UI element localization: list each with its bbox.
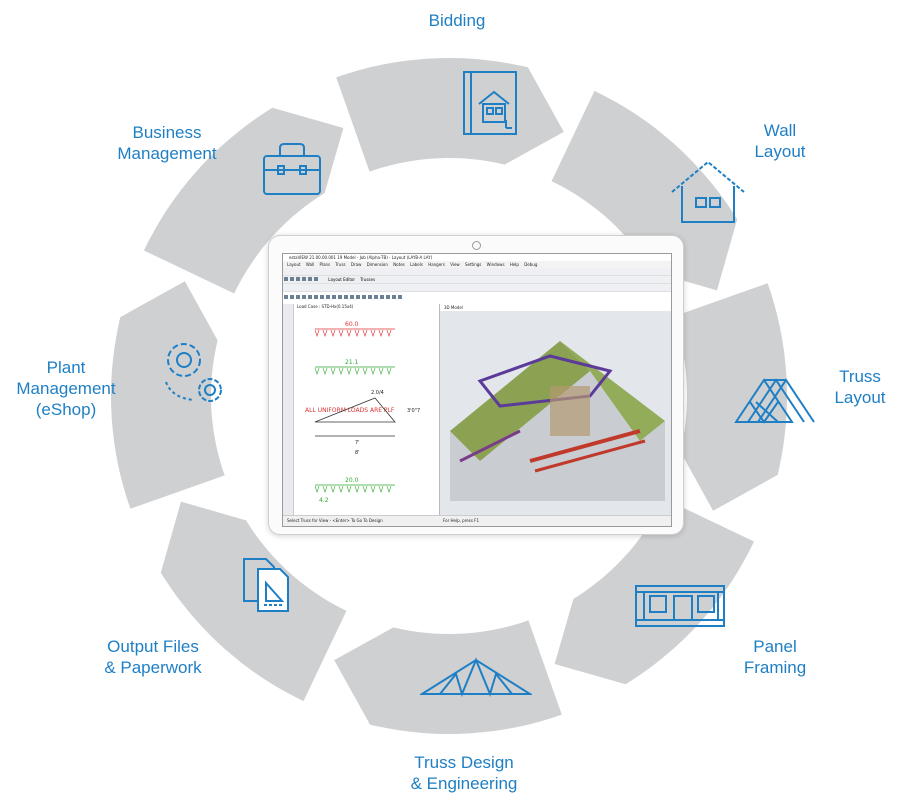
load-value-label: 20.0 xyxy=(345,477,359,484)
load-arrow xyxy=(386,367,392,375)
load-arrow xyxy=(370,485,376,493)
load-arrow xyxy=(354,367,360,375)
3d-model-view[interactable]: 3D Model xyxy=(440,304,671,516)
dimension-label: 8' xyxy=(355,450,360,456)
menu-item[interactable]: Windows xyxy=(486,262,505,267)
dimension-label: 3'0"7 xyxy=(407,408,420,414)
menu-item[interactable]: Draw xyxy=(350,262,362,267)
load-arrow xyxy=(314,367,320,375)
menu-item[interactable]: Labels xyxy=(410,262,423,267)
load-arrow xyxy=(330,367,336,375)
load-arrow xyxy=(346,367,352,375)
load-arrow xyxy=(354,485,360,493)
house-outline-icon xyxy=(671,160,745,223)
plf-note: ALL UNIFORM LOADS ARE PLF xyxy=(305,407,395,414)
truss-stack-icon xyxy=(734,378,815,424)
menu-bar: Layout Wall Plans Truss Draw Dimension N… xyxy=(283,261,671,268)
load-arrow xyxy=(362,329,368,337)
load-arrow xyxy=(378,485,384,493)
load-arrow xyxy=(314,485,320,493)
3d-truss-render xyxy=(440,311,671,516)
load-value-label: 60.0 xyxy=(345,321,359,328)
label-truss-design: Truss Design& Engineering xyxy=(410,753,518,793)
load-arrow xyxy=(370,329,376,337)
load-arrow xyxy=(378,329,384,337)
wall-panel-icon xyxy=(635,585,725,627)
house-plan-book-icon xyxy=(463,71,517,135)
load-value-label: 4.2 xyxy=(319,497,329,504)
menu-item[interactable]: Settings xyxy=(464,262,482,267)
load-arrow xyxy=(330,485,336,493)
load-arrow xyxy=(362,485,368,493)
toolbar[interactable]: Layout Editor Trusses xyxy=(283,276,671,284)
truss-icon xyxy=(420,657,532,697)
load-arrow xyxy=(338,329,344,337)
load-arrow xyxy=(322,367,328,375)
camera-icon xyxy=(472,241,481,250)
menu-item[interactable]: Truss xyxy=(335,262,346,267)
ring-segment-bidding xyxy=(336,58,564,172)
layer-label: Layout Editor xyxy=(328,277,355,282)
ring-segment-truss-layout xyxy=(673,283,787,511)
gears-icon xyxy=(165,343,222,402)
window-title: estaVIEW 21.00.00.001 19 Model - Job (Al… xyxy=(283,254,671,261)
menu-item[interactable]: Plans xyxy=(319,262,331,267)
label-output-files: Output Files& Paperwork xyxy=(104,637,202,677)
load-arrow xyxy=(338,367,344,375)
toolbar[interactable] xyxy=(283,268,671,283)
load-arrow xyxy=(330,329,336,337)
menu-item[interactable]: Help xyxy=(509,262,519,267)
load-arrow xyxy=(370,367,376,375)
3d-window-title: 3D Model xyxy=(440,304,671,311)
status-help: For Help, press F1 xyxy=(443,518,480,523)
load-arrow xyxy=(354,329,360,337)
load-arrow xyxy=(322,485,328,493)
software-screenshot: estaVIEW 21.00.00.001 19 Model - Job (Al… xyxy=(282,253,672,527)
ring-segment-business-management xyxy=(143,107,344,294)
load-arrow xyxy=(346,485,352,493)
load-arrow xyxy=(386,485,392,493)
dimension-label: 7' xyxy=(355,440,360,446)
menu-item[interactable]: Notes xyxy=(393,262,405,267)
status-bar: Select Truss for View - <Enter> To Go To… xyxy=(283,515,671,526)
load-value-label: 21.1 xyxy=(345,359,359,366)
ring-segment-wall-layout xyxy=(551,90,738,291)
menu-item[interactable]: Dimension xyxy=(366,262,388,267)
menu-item[interactable]: Hangers xyxy=(428,262,445,267)
load-case-header: Load Case : STD-Hx(0.15x4) xyxy=(297,304,354,309)
briefcase-icon xyxy=(263,143,321,195)
status-text: Select Truss for View - <Enter> To Go To… xyxy=(287,518,383,523)
load-diagram-pane: Load Case : STD-Hx(0.15x4) 60.0 21.1 20.0 A… xyxy=(283,304,440,516)
menu-item[interactable]: Wall xyxy=(305,262,315,267)
load-arrow xyxy=(314,329,320,337)
load-arrow xyxy=(362,367,368,375)
tablet-device: estaVIEW 21.00.00.001 19 Model - Job (Al… xyxy=(268,235,684,535)
layer-value[interactable]: Trusses xyxy=(360,277,376,282)
documents-icon xyxy=(243,558,289,612)
menu-item[interactable]: View xyxy=(450,262,460,267)
ring-segment-plant-management xyxy=(111,281,225,509)
toolbar[interactable] xyxy=(283,284,671,299)
menu-item[interactable]: Layout xyxy=(287,262,301,267)
load-arrow xyxy=(346,329,352,337)
load-arrow xyxy=(386,329,392,337)
load-arrow xyxy=(322,329,328,337)
side-toolbar[interactable] xyxy=(283,304,294,516)
load-diagram: 60.0 21.1 20.0 ALL UNIFORM LOADS ARE PLF 7' 8… xyxy=(305,321,420,504)
menu-item[interactable]: Debug xyxy=(524,262,538,267)
label-bidding: Bidding xyxy=(428,11,486,30)
load-arrow xyxy=(378,367,384,375)
load-arrow xyxy=(338,485,344,493)
dimension-label: 2.0/4 xyxy=(371,390,384,396)
